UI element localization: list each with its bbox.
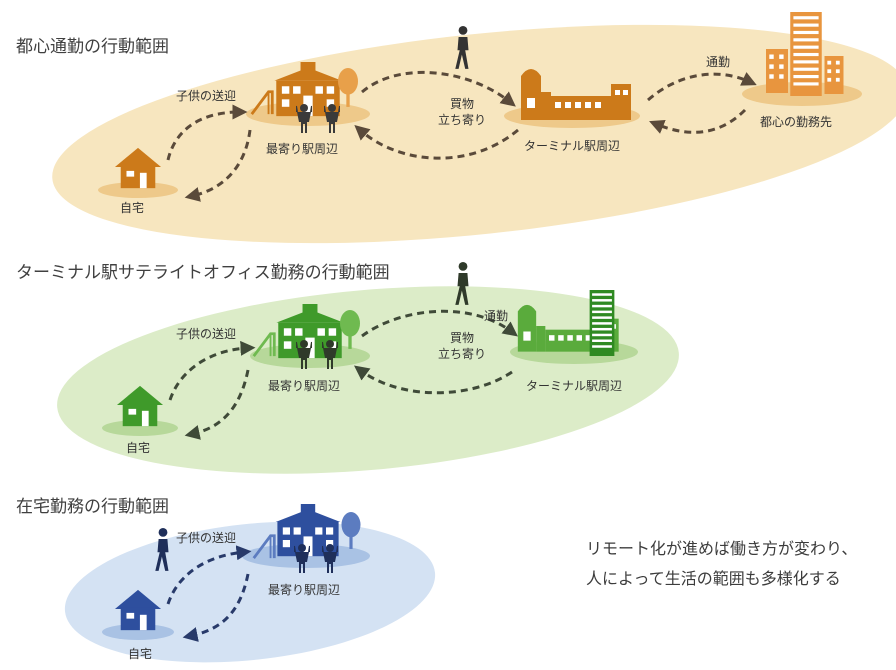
section-title: ターミナル駅サテライトオフィス勤務の行動範囲	[16, 263, 390, 283]
caption-line-1: リモート化が進めば働き方が変わり、	[586, 539, 858, 558]
office-building-icon	[766, 49, 788, 93]
label-shopping-line1: 買物	[450, 331, 474, 345]
curved-arrow-icon	[361, 309, 518, 338]
summary-caption: リモート化が進めば働き方が変わり、 人によって生活の範囲も多様化する	[586, 534, 886, 594]
curved-arrow-icon	[182, 573, 250, 642]
section-city-commute: 都心通勤の行動範囲 自宅 子供の送迎 最寄り駅周辺 買物 立	[16, 12, 896, 244]
label-office: 都心の勤務先	[760, 115, 832, 129]
caption-line-2: 人によって生活の範囲も多様化する	[586, 569, 841, 588]
label-home: 自宅	[120, 200, 144, 215]
label-home: 自宅	[128, 646, 152, 661]
curved-arrow-icon	[184, 129, 252, 202]
office-building-icon	[589, 290, 615, 356]
range-ellipse	[64, 521, 436, 663]
curved-arrow-icon	[166, 545, 252, 605]
office-building-icon	[790, 12, 822, 96]
label-terminal: ターミナル駅周辺	[526, 379, 622, 393]
curved-arrow-icon	[361, 70, 516, 107]
curved-arrow-icon	[353, 365, 513, 395]
label-shopping: 買物 立ち寄り	[438, 331, 486, 361]
label-commute: 通勤	[706, 55, 730, 69]
curved-arrow-icon	[168, 340, 256, 401]
section-title: 在宅勤務の行動範囲	[16, 497, 169, 517]
label-shopping-line2: 立ち寄り	[438, 346, 486, 361]
office-building-icon	[824, 56, 844, 94]
curved-arrow-icon	[354, 125, 519, 160]
label-commute: 通勤	[484, 309, 508, 323]
label-school-trip: 子供の送迎	[176, 88, 236, 103]
label-station-near: 最寄り駅周辺	[268, 582, 340, 597]
label-terminal: ターミナル駅周辺	[524, 139, 620, 153]
label-shopping-line1: 買物	[450, 97, 474, 111]
section-satellite-office: ターミナル駅サテライトオフィス勤務の行動範囲 自宅 子供の送迎 最寄り駅周辺 通…	[16, 262, 679, 474]
label-school-trip: 子供の送迎	[176, 326, 236, 341]
label-station-near: 最寄り駅周辺	[266, 141, 338, 156]
range-ellipse	[52, 24, 896, 244]
curved-arrow-icon	[649, 108, 747, 134]
section-remote-work: 在宅勤務の行動範囲 自宅 子供の送迎 最寄り駅周辺	[16, 497, 436, 663]
label-station-near: 最寄り駅周辺	[268, 378, 340, 393]
label-home: 自宅	[126, 440, 150, 455]
label-shopping: 買物 立ち寄り	[438, 97, 486, 127]
label-shopping-line2: 立ち寄り	[438, 112, 486, 127]
label-school-trip: 子供の送迎	[176, 530, 236, 545]
curved-arrow-icon	[647, 72, 757, 102]
section-title: 都心通勤の行動範囲	[16, 37, 169, 57]
curved-arrow-icon	[184, 369, 250, 440]
